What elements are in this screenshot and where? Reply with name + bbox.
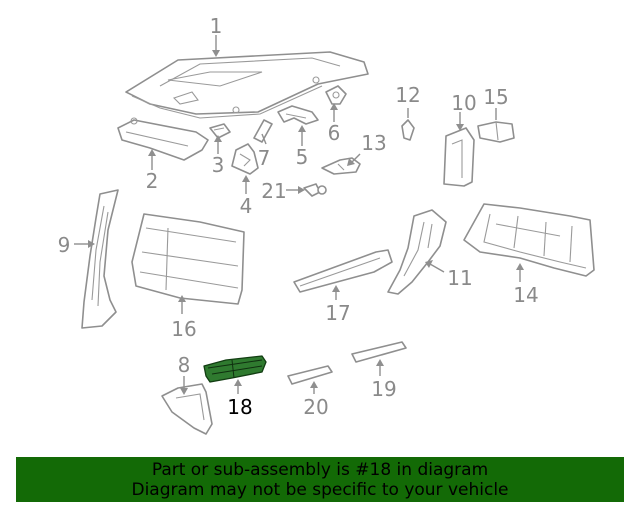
callout-10[interactable]: 10 [451, 91, 476, 115]
callout-16[interactable]: 16 [171, 317, 196, 341]
arrow-18 [234, 379, 242, 386]
callout-13[interactable]: 13 [361, 131, 386, 155]
part-9-pillar-trim[interactable] [81, 189, 119, 329]
part-12-clip[interactable] [401, 119, 415, 141]
part-17-sill-plate[interactable] [293, 249, 393, 293]
callout-5[interactable]: 5 [296, 145, 309, 169]
callout-6[interactable]: 6 [328, 121, 341, 145]
callout-17[interactable]: 17 [325, 301, 350, 325]
callout-12[interactable]: 12 [395, 83, 420, 107]
callout-7[interactable]: 7 [258, 146, 271, 170]
arrow-2 [148, 149, 156, 156]
part-14-cargo-panel[interactable] [463, 203, 595, 277]
arrow-6 [330, 103, 338, 110]
part-2-sun-visor[interactable] [117, 117, 209, 161]
callout-3[interactable]: 3 [212, 153, 225, 177]
arrow-10 [456, 124, 464, 131]
part-5-overhead-handle[interactable] [277, 105, 319, 125]
arrow-16 [178, 295, 186, 302]
callout-21[interactable]: 21 [261, 179, 286, 203]
callout-18[interactable]: 18 [227, 395, 252, 419]
part-6-coat-hook[interactable] [325, 85, 347, 105]
part-10-quarter-trim[interactable] [443, 127, 475, 187]
part-11-rear-pillar-trim[interactable] [387, 209, 447, 295]
callout-20[interactable]: 20 [303, 395, 328, 419]
notice-banner: Part or sub-assembly is #18 in diagram D… [16, 457, 624, 502]
callout-19[interactable]: 19 [371, 377, 396, 401]
arrow-11 [425, 260, 433, 268]
part-20-scuff-plate[interactable] [287, 365, 333, 385]
leader-13 [351, 153, 361, 163]
leader-11 [429, 263, 445, 273]
parts-diagram: 1 2 3 4 5 6 7 [58, 14, 595, 435]
callout-14[interactable]: 14 [513, 283, 538, 307]
arrow-9 [88, 240, 95, 248]
callout-11[interactable]: 11 [447, 266, 472, 290]
arrow-19 [376, 359, 384, 366]
arrow-5 [298, 125, 306, 132]
arrow-1 [212, 50, 220, 57]
arrow-13 [347, 158, 355, 166]
part-16-back-panel[interactable] [131, 213, 245, 305]
part-3-visor-clip[interactable] [209, 123, 231, 139]
arrow-20 [310, 381, 318, 388]
part-18-highlighted[interactable] [203, 355, 267, 383]
arrow-3 [214, 135, 222, 142]
callout-4[interactable]: 4 [240, 194, 253, 218]
arrow-17 [332, 285, 340, 292]
part-8-lower-trim[interactable] [161, 383, 213, 435]
part-4-grab-handle[interactable] [231, 143, 259, 175]
arrow-14 [516, 263, 524, 270]
callout-8[interactable]: 8 [178, 353, 191, 377]
callout-9[interactable]: 9 [58, 233, 71, 257]
banner-line-1: Part or sub-assembly is #18 in diagram [151, 460, 489, 480]
callout-2[interactable]: 2 [146, 169, 159, 193]
part-1-headliner[interactable] [125, 51, 369, 119]
banner-line-2: Diagram may not be specific to your vehi… [131, 480, 509, 500]
part-7-bracket[interactable] [253, 119, 273, 143]
part-19-scuff-plate[interactable] [351, 341, 407, 363]
arrow-21 [298, 186, 305, 194]
callout-1[interactable]: 1 [210, 14, 223, 38]
part-21-push-clip[interactable] [303, 183, 327, 197]
arrow-4 [242, 175, 250, 182]
callout-15[interactable]: 15 [483, 85, 508, 109]
arrow-8 [180, 388, 188, 395]
part-15-retainer[interactable] [477, 121, 515, 143]
leader-7 [261, 133, 267, 145]
